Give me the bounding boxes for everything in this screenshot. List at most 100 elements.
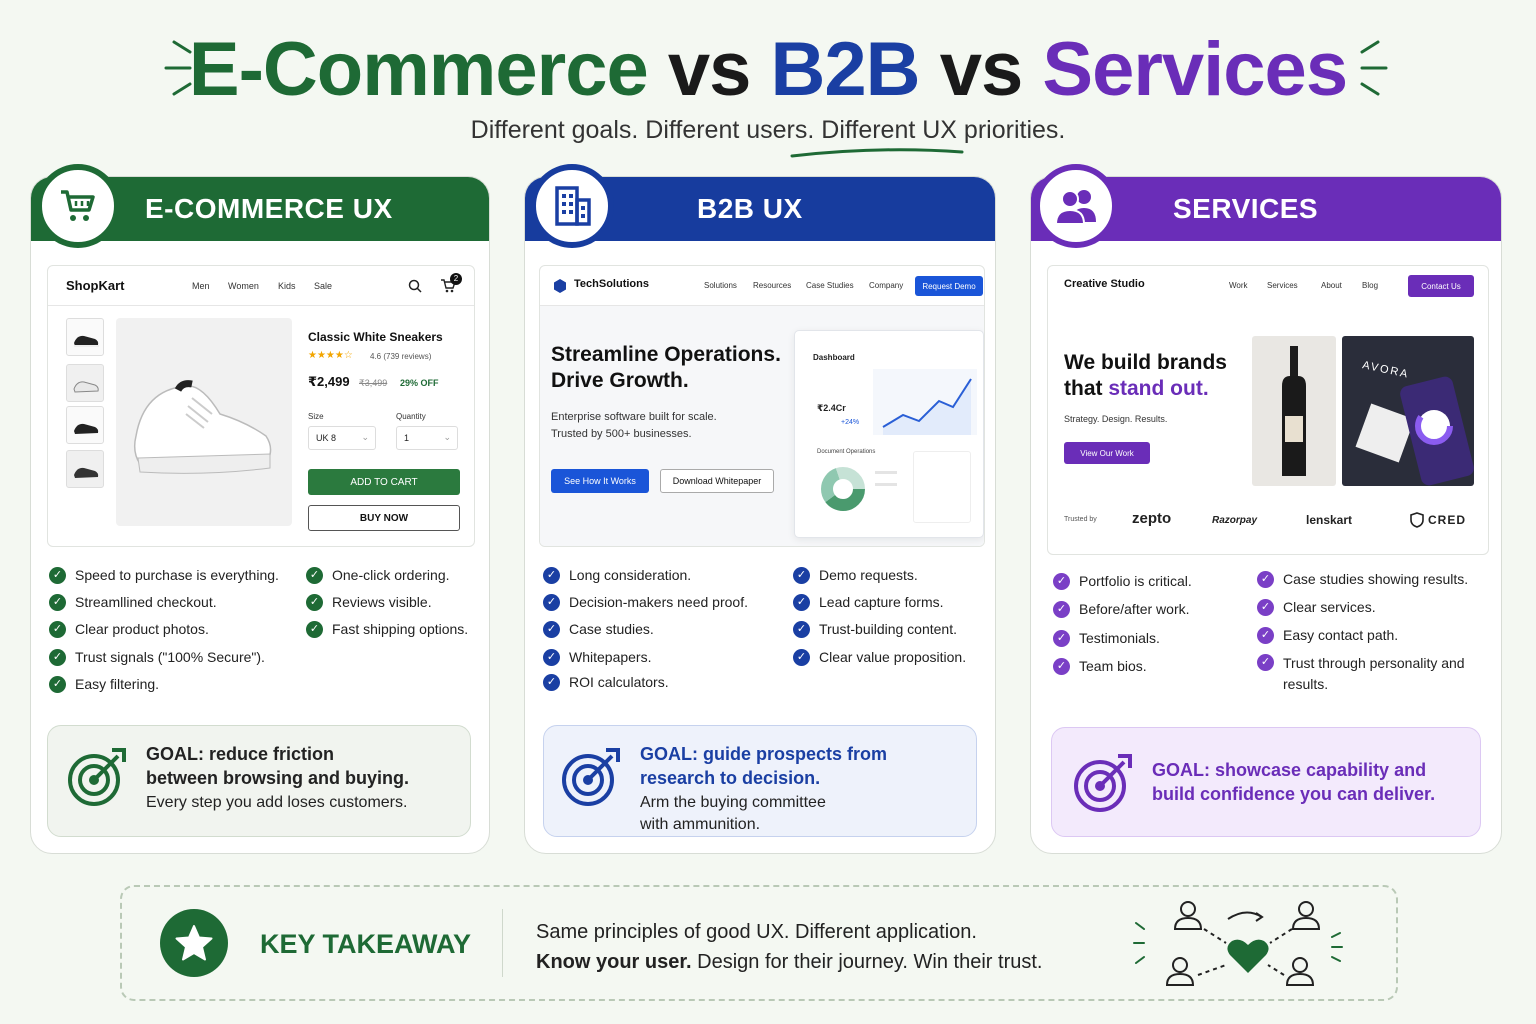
nav-link-about[interactable]: About xyxy=(1321,281,1342,290)
list-item: Clear services. xyxy=(1283,599,1376,615)
ecommerce-badge xyxy=(36,164,120,248)
list-item: Portfolio is critical. xyxy=(1079,573,1192,589)
product-thumbnail[interactable] xyxy=(66,364,104,402)
list-item: Trust-building content. xyxy=(819,621,957,637)
list-item: Streamllined checkout. xyxy=(75,594,217,610)
download-whitepaper-button[interactable]: Download Whitepaper xyxy=(660,469,774,493)
check-icon: ✓ xyxy=(1053,630,1070,647)
quantity-label: Quantity xyxy=(396,412,426,421)
nav-link-case-studies[interactable]: Case Studies xyxy=(806,281,854,290)
ecommerce-card: E-COMMERCE UX ShopKart Men Women Kids Sa… xyxy=(30,176,490,854)
view-our-work-button[interactable]: View Our Work xyxy=(1064,442,1150,464)
quantity-select[interactable]: 1⌄ xyxy=(396,426,458,450)
check-icon: ✓ xyxy=(793,594,810,611)
bottle-mockup-image xyxy=(1252,336,1336,486)
nav-link-work[interactable]: Work xyxy=(1229,281,1248,290)
nav-link-services[interactable]: Services xyxy=(1267,281,1298,290)
creative-studio-mockup: Creative Studio Work Services About Blog… xyxy=(1047,265,1489,555)
subtext-line: Enterprise software built for scale. xyxy=(551,411,717,423)
check-icon: ✓ xyxy=(543,674,560,691)
title-vs: vs xyxy=(667,27,752,112)
brand-mockup-image: AVORA xyxy=(1342,336,1474,486)
nav-link-blog[interactable]: Blog xyxy=(1362,281,1379,290)
bottle-illustration xyxy=(1282,346,1306,476)
phone-mockup-illustration xyxy=(1355,376,1474,486)
buy-now-button[interactable]: BUY NOW xyxy=(308,505,460,531)
sneaker-illustration xyxy=(133,380,272,474)
product-main-image xyxy=(116,318,292,526)
check-icon: ✓ xyxy=(49,676,66,693)
list-item: Case studies showing results. xyxy=(1283,571,1469,587)
b2b-badge xyxy=(530,164,614,248)
check-icon: ✓ xyxy=(1053,658,1070,675)
placeholder-line xyxy=(875,483,897,486)
product-price: ₹2,499 xyxy=(308,374,350,389)
nav-link-solutions[interactable]: Solutions xyxy=(704,281,737,290)
creative-studio-logo[interactable]: Creative Studio xyxy=(1064,278,1145,290)
product-thumbnail[interactable] xyxy=(66,318,104,356)
list-item: Fast shipping options. xyxy=(332,621,469,637)
chevron-down-icon: ⌄ xyxy=(361,432,369,442)
title-ecommerce: E-Commerce xyxy=(188,27,649,112)
list-item: Clear value proposition. xyxy=(819,649,967,665)
check-icon: ✓ xyxy=(306,567,323,584)
placeholder-line xyxy=(875,471,897,474)
key-takeaway-box: KEY TAKEAWAY Same principles of good UX.… xyxy=(120,885,1398,1001)
product-thumbnail[interactable] xyxy=(66,450,104,488)
b2b-heading: B2B UX xyxy=(697,193,803,224)
shopkart-logo[interactable]: ShopKart xyxy=(66,278,125,293)
check-icon: ✓ xyxy=(49,621,66,638)
check-icon: ✓ xyxy=(49,649,66,666)
request-demo-button[interactable]: Request Demo xyxy=(915,276,983,296)
people-icon xyxy=(1054,190,1096,225)
nav-link-women[interactable]: Women xyxy=(228,281,259,291)
title-services: Services xyxy=(1042,27,1348,112)
goal-title-line: build confidence you can deliver. xyxy=(1152,784,1436,804)
list-item: Trust signals ("100% Secure"). xyxy=(75,649,265,665)
client-logo-zepto: zepto xyxy=(1132,510,1172,527)
size-select[interactable]: UK 8⌄ xyxy=(308,426,376,450)
goal-title-line: between browsing and buying. xyxy=(146,768,410,788)
add-to-cart-button[interactable]: ADD TO CART xyxy=(308,469,460,495)
hero-headline: Streamline Operations.Drive Growth. xyxy=(551,342,781,394)
nav-link-men[interactable]: Men xyxy=(192,281,210,291)
techsolutions-logo[interactable]: TechSolutions xyxy=(574,278,649,290)
title-vs: vs xyxy=(939,27,1024,112)
shopkart-nav: ShopKart Men Women Kids Sale 2 xyxy=(48,266,474,306)
hero-headline: We build brands that stand out. xyxy=(1064,350,1227,402)
hexagon-logo-icon xyxy=(554,279,566,293)
product-thumbnail[interactable] xyxy=(66,406,104,444)
star-badge xyxy=(160,909,228,977)
check-icon: ✓ xyxy=(543,567,560,584)
goal-title-line: GOAL: showcase capability and xyxy=(1152,760,1427,780)
shopkart-mockup: ShopKart Men Women Kids Sale 2 Classic W… xyxy=(47,265,475,547)
size-label: Size xyxy=(308,412,324,421)
nav-link-company[interactable]: Company xyxy=(869,281,904,290)
nav-link-resources[interactable]: Resources xyxy=(753,281,792,290)
services-goal-box: GOAL: showcase capability and build confi… xyxy=(1051,727,1481,837)
connected-users-heart-icon xyxy=(1133,901,1343,986)
list-item: Whitepapers. xyxy=(569,649,652,665)
takeaway-rest: Design for their journey. Win their trus… xyxy=(691,951,1043,973)
check-icon: ✓ xyxy=(793,567,810,584)
rating-text[interactable]: 4.6 (739 reviews) xyxy=(370,352,432,361)
nav-link-sale[interactable]: Sale xyxy=(314,281,333,291)
list-item: Reviews visible. xyxy=(332,594,432,610)
search-icon[interactable] xyxy=(408,279,422,293)
check-icon: ✓ xyxy=(306,594,323,611)
goal-title-line: research to decision. xyxy=(640,768,821,788)
subtext-line: Trusted by 500+ businesses. xyxy=(551,428,692,440)
list-item: Speed to purchase is everything. xyxy=(75,567,279,583)
check-icon: ✓ xyxy=(49,594,66,611)
contact-us-button[interactable]: Contact Us xyxy=(1408,275,1474,297)
building-icon xyxy=(555,186,591,226)
dashboard-section-label: Document Operations xyxy=(817,449,876,455)
headline-highlight: stand out. xyxy=(1108,377,1209,400)
see-how-it-works-button[interactable]: See How It Works xyxy=(551,469,649,493)
nav-link-kids[interactable]: Kids xyxy=(278,281,296,291)
check-icon: ✓ xyxy=(793,649,810,666)
dashboard-value: ₹2.4Cr xyxy=(817,403,846,413)
goal-text-line: Arm the buying committee xyxy=(640,794,826,811)
